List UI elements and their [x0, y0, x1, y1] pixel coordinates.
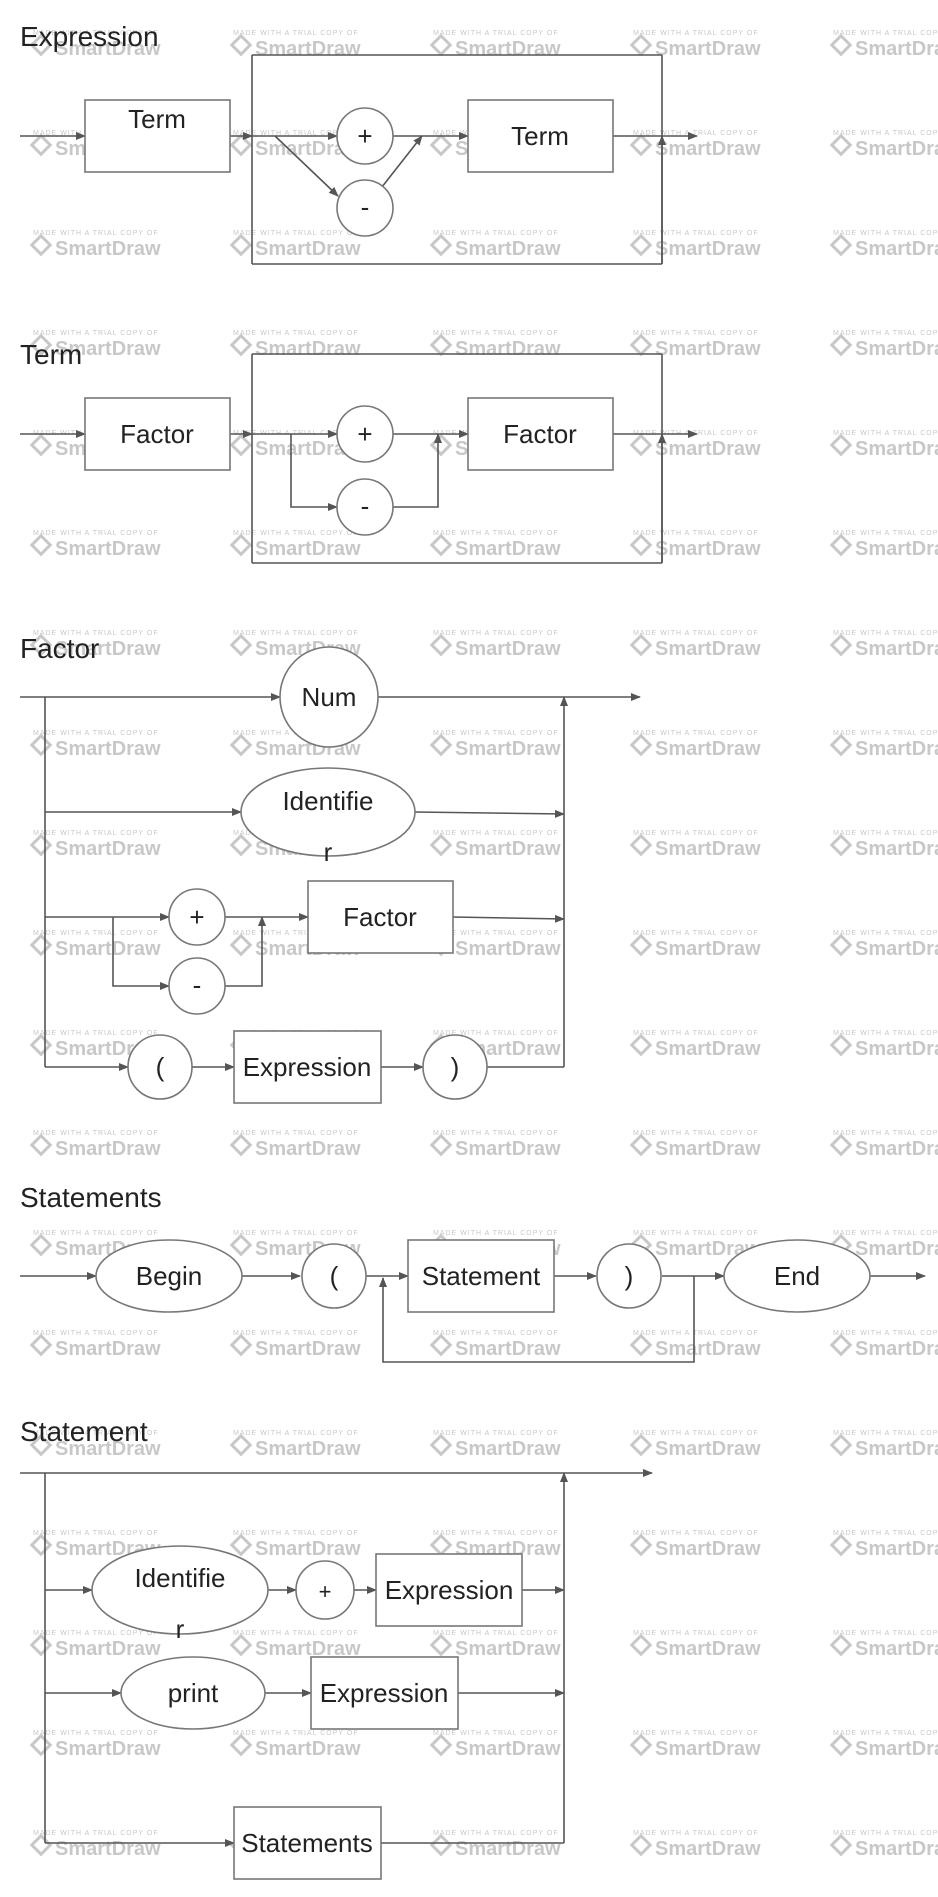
- statement-identifier-label-2: r: [176, 1614, 185, 1644]
- statements-diagram: [20, 1272, 926, 1363]
- expression-box-b: [310, 1656, 459, 1730]
- identifier-label-2: r: [324, 837, 333, 867]
- statements-rparen-label: ): [625, 1261, 634, 1291]
- statement-plus-node: [295, 1560, 355, 1620]
- lparen-label: (: [156, 1052, 165, 1082]
- term-title: Term: [20, 339, 82, 370]
- begin-node: [95, 1239, 243, 1313]
- term-minus-label: -: [361, 491, 370, 521]
- statement-diagram: [20, 1469, 653, 1847]
- expression-label-b: Expression: [320, 1678, 449, 1708]
- statements-rparen-node: [596, 1243, 662, 1309]
- term-box-1: [84, 99, 231, 173]
- term-plus-label: +: [357, 419, 372, 449]
- term-diagram: [20, 353, 698, 564]
- minus-node: [336, 179, 394, 237]
- expression-label: Expression: [243, 1052, 372, 1082]
- statements-box: [233, 1806, 382, 1880]
- print-label: print: [168, 1678, 219, 1708]
- factor-box-1: [84, 397, 231, 471]
- factor-diagram: [20, 693, 641, 1071]
- rparen-label: ): [451, 1052, 460, 1082]
- factor-label: Factor: [343, 902, 417, 932]
- identifier-node: [240, 767, 416, 857]
- statements-title: Statements: [20, 1182, 162, 1213]
- term-label-2: Term: [511, 121, 569, 151]
- rparen-node: [422, 1034, 488, 1100]
- end-label: End: [774, 1261, 820, 1291]
- plus-label: +: [357, 121, 372, 151]
- num-label: Num: [302, 682, 357, 712]
- statement-identifier-label-1: Identifie: [134, 1563, 225, 1593]
- begin-label: Begin: [136, 1261, 203, 1291]
- factor-minus-node: [168, 957, 226, 1015]
- term-label-1: Term: [128, 104, 186, 134]
- factor-box: [307, 880, 454, 954]
- statement-title: Statement: [20, 1416, 148, 1447]
- num-node: [279, 646, 379, 748]
- statement-plus-label: +: [319, 1579, 332, 1604]
- factor-plus-label: +: [189, 902, 204, 932]
- plus-node: [336, 107, 394, 165]
- statements-lparen-node: [301, 1243, 367, 1309]
- term-minus-node: [336, 478, 394, 536]
- term-box-2: [467, 99, 614, 173]
- statement-identifier-node: [91, 1545, 269, 1635]
- end-node: [723, 1239, 871, 1313]
- factor-title: Factor: [20, 633, 99, 664]
- expression-diagram: [20, 54, 698, 265]
- term-plus-node: [336, 405, 394, 463]
- factor-minus-label: -: [193, 970, 202, 1000]
- expression-title: Expression: [20, 21, 159, 52]
- print-node: [120, 1656, 266, 1730]
- factor-label-2: Factor: [503, 419, 577, 449]
- expression-box-a: [375, 1553, 523, 1627]
- expression-label-a: Expression: [385, 1575, 514, 1605]
- identifier-label-1: Identifie: [282, 786, 373, 816]
- lparen-node: [127, 1034, 193, 1100]
- expression-box: [233, 1030, 382, 1104]
- statement-label: Statement: [422, 1261, 541, 1291]
- factor-plus-node: [168, 888, 226, 946]
- factor-label-1: Factor: [120, 419, 194, 449]
- statements-label: Statements: [241, 1828, 373, 1858]
- factor-box-2: [467, 397, 614, 471]
- statement-box: [407, 1239, 555, 1313]
- minus-label: -: [361, 192, 370, 222]
- statements-lparen-label: (: [330, 1261, 339, 1291]
